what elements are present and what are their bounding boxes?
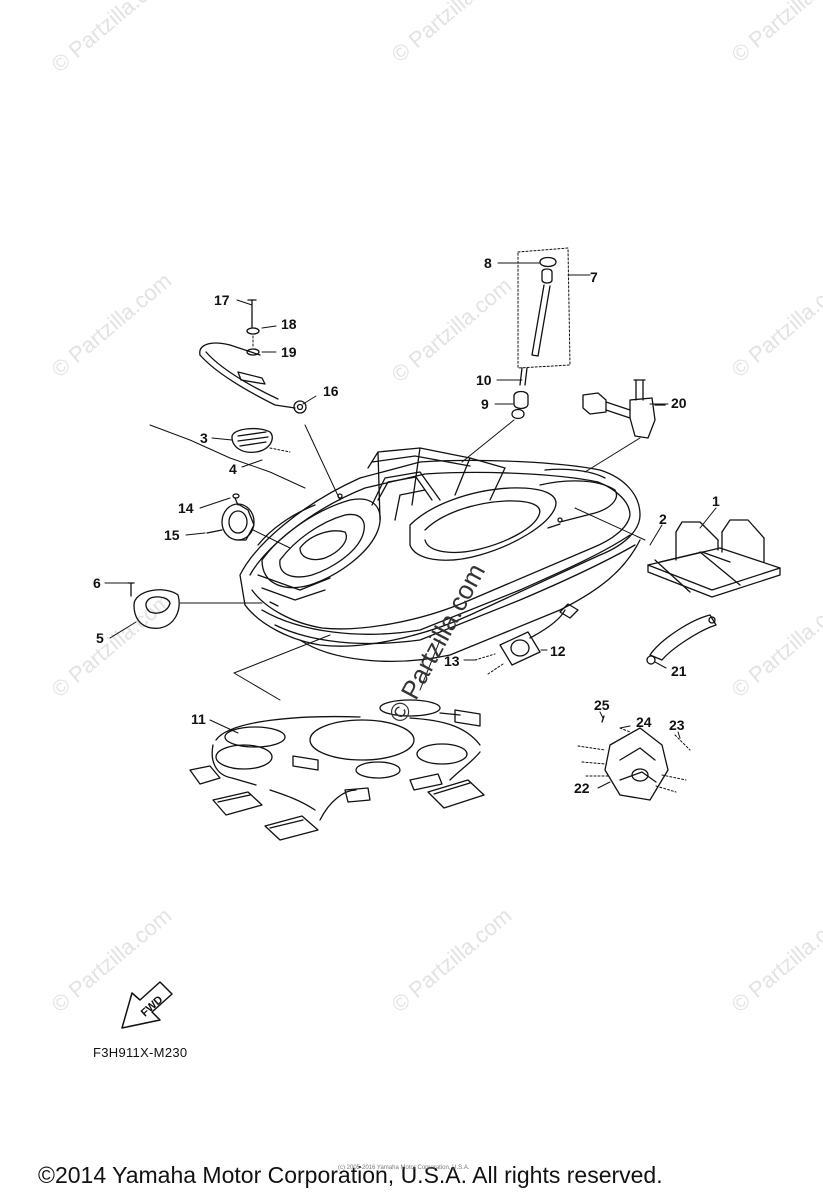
callout-4: 4 (229, 461, 237, 477)
socket-14 (206, 493, 255, 541)
leader-lines-light (104, 582, 137, 639)
callout-16: 16 (323, 383, 339, 399)
leader-lines-handle (236, 299, 317, 405)
boat-hull (239, 447, 641, 662)
leader-lines-vent (211, 437, 263, 468)
cable-assembly-7 (511, 247, 571, 420)
callout-25: 25 (594, 697, 610, 713)
callout-2: 2 (659, 511, 667, 527)
leader-lines-battery (649, 507, 717, 546)
leader-lines-coupler (463, 649, 548, 661)
leader-lines (149, 419, 646, 701)
vent-3 (231, 427, 291, 453)
grab-handle-16 (199, 299, 307, 414)
leader-lines-harness (209, 719, 239, 734)
battery-band-21 (646, 614, 717, 665)
callout-22: 22 (574, 780, 590, 796)
coupler-12 (474, 603, 579, 675)
leader-lines-bracket (597, 711, 681, 789)
callout-3: 3 (200, 430, 208, 446)
leader-lines-socket (185, 497, 231, 536)
callout-7: 7 (590, 269, 598, 285)
leader-lines-upper (494, 262, 591, 405)
callout-19: 19 (281, 344, 297, 360)
callout-15: 15 (164, 527, 180, 543)
fwd-arrow-icon: FWD (121, 981, 173, 1029)
callout-18: 18 (281, 316, 297, 332)
callout-1: 1 (712, 493, 720, 509)
callout-10: 10 (476, 372, 492, 388)
drawing-code: F3H911X-M230 (93, 1045, 188, 1060)
callout-24: 24 (636, 714, 652, 730)
callout-13: 13 (444, 653, 460, 669)
callout-5: 5 (96, 630, 104, 646)
copyright-small-print: (c) 2005-2016 Yamaha Motor Corporation, … (338, 1165, 470, 1171)
callout-11: 11 (191, 711, 206, 727)
callout-20: 20 (671, 395, 687, 411)
callout-14: 14 (178, 500, 194, 516)
callout-23: 23 (669, 717, 685, 733)
copyright-notice: ©2014 Yamaha Motor Corporation, U.S.A. A… (38, 1162, 663, 1188)
callout-17: 17 (214, 292, 230, 308)
bow-light-5 (127, 582, 180, 629)
callout-21: 21 (671, 663, 687, 679)
battery-holder-1 (647, 519, 781, 598)
bracket-22 (577, 715, 691, 801)
switch-20 (582, 379, 666, 439)
callout-6: 6 (93, 575, 101, 591)
wire-harness-11 (189, 699, 485, 841)
callout-12: 12 (550, 643, 566, 659)
callout-8: 8 (484, 255, 492, 271)
leader-lines-strap (654, 661, 667, 669)
callout-9: 9 (481, 396, 489, 412)
